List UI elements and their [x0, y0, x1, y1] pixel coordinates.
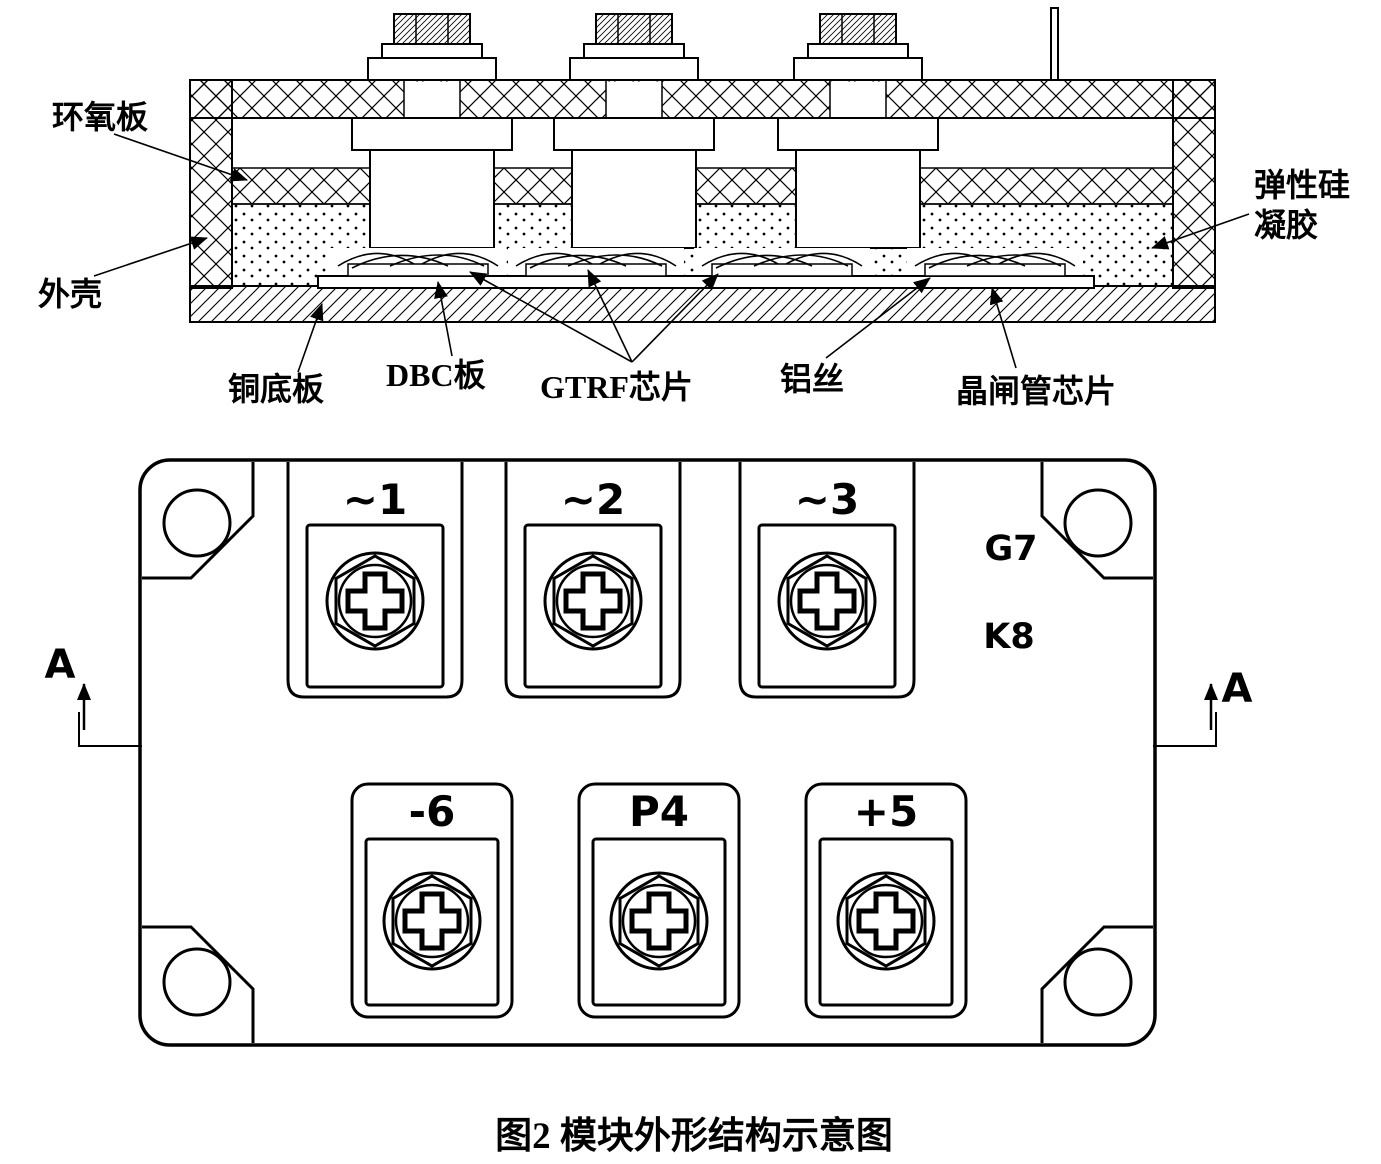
terminal-stem-2 — [571, 149, 697, 249]
phillips-screw-icon — [327, 553, 423, 649]
thyristor-chip-leader — [989, 287, 1017, 369]
terminal-label-minus6: -6 — [409, 787, 456, 836]
figure-caption: 图2 模块外形结构示意图 — [495, 1115, 893, 1157]
corner-chamfer-bottomleft — [142, 925, 255, 1043]
terminal-block-ac1: ~1 — [286, 462, 464, 699]
terminal-block-outline — [286, 462, 464, 699]
terminal-bolt-2 — [569, 13, 699, 81]
copper-base-label: 铜底板 — [228, 371, 324, 407]
epoxy-board-leader — [113, 133, 248, 182]
terminal-label-ac1: ~1 — [343, 475, 407, 524]
mounting-hole-bottomright — [1063, 947, 1133, 1017]
gtrf-leader-2 — [587, 269, 633, 363]
terminal-bar-1 — [351, 117, 513, 151]
section-marker-left: A — [45, 642, 142, 747]
housing-left-wall — [189, 79, 233, 289]
terminal-block-ac2: ~2 — [504, 462, 682, 699]
terminal-stem-3 — [795, 149, 921, 249]
terminal-block-plus5: +5 — [804, 782, 968, 1019]
top-view: ~1 ~2 ~3 -6 P4 — [138, 458, 1157, 1047]
cathode-terminal-label: K8 — [983, 617, 1034, 657]
housing-label: 外壳 — [38, 276, 102, 312]
silicone-gel-label-line2: 凝胶 — [1254, 207, 1318, 243]
phillips-screw-icon — [779, 553, 875, 649]
gtrf-leader-1 — [469, 271, 633, 363]
gate-pin — [1050, 7, 1059, 81]
terminal-bolt-3 — [793, 13, 923, 81]
copper-base-leader — [297, 303, 324, 373]
housing-leader — [93, 236, 208, 277]
section-label-right: A — [1222, 666, 1253, 712]
terminal-stem-1 — [369, 149, 495, 249]
terminal-block-outline — [577, 782, 741, 1019]
section-cut-line-left — [78, 712, 142, 747]
terminal-block-outline — [504, 462, 682, 699]
terminal-pad — [364, 837, 500, 1007]
terminal-channels — [403, 81, 887, 117]
silicone-gel-leader — [1151, 213, 1250, 250]
terminal-block-outline — [738, 462, 916, 699]
section-cut-line-right — [1153, 712, 1217, 747]
phillips-screw-icon — [838, 873, 934, 969]
aluminum-wire-label: 铝丝 — [780, 361, 844, 397]
copper-base-plate-region — [189, 285, 1216, 323]
gtrf-chip-1 — [347, 263, 489, 277]
terminal-block-ac3: ~3 — [738, 462, 916, 699]
terminal-pad — [305, 523, 445, 689]
terminal-bar-2 — [553, 117, 715, 151]
gate-terminal-label: G7 — [984, 529, 1037, 569]
mounting-corners — [142, 462, 1153, 1043]
phillips-screw-icon — [611, 873, 707, 969]
terminal-pad — [591, 837, 727, 1007]
terminal-bolts — [367, 13, 923, 81]
corner-chamfer-topright — [1040, 462, 1153, 580]
section-marker-right: A — [1153, 666, 1253, 747]
gtrf-leader-3 — [631, 273, 719, 363]
terminal-bolt-1 — [367, 13, 497, 81]
mounting-hole-topleft — [162, 488, 232, 558]
terminal-label-ac3: ~3 — [795, 475, 859, 524]
terminal-block-p4: P4 — [577, 782, 741, 1019]
terminal-bar-3 — [777, 117, 939, 151]
corner-chamfer-bottomright — [1040, 925, 1153, 1043]
cross-section-view: 环氧板 外壳 弹性硅 凝胶 铜底板 DBC板 GTRF芯片 铝丝 晶闸管芯片 — [38, 7, 1350, 409]
terminal-label-ac2: ~2 — [561, 475, 625, 524]
terminal-block-outline — [350, 782, 514, 1019]
phillips-screw-icon — [545, 553, 641, 649]
corner-chamfer-topleft — [142, 462, 255, 580]
thyristor-chip-die — [924, 263, 1066, 277]
terminal-pad — [818, 837, 954, 1007]
gtrf-chip-label: GTRF芯片 — [540, 369, 693, 405]
thyristor-chip-label: 晶闸管芯片 — [956, 373, 1116, 409]
phillips-screw-icon — [384, 873, 480, 969]
terminal-block-minus6: -6 — [350, 782, 514, 1019]
chips — [347, 263, 1066, 277]
epoxy-top-plate — [189, 79, 1216, 119]
mounting-hole-topright — [1063, 488, 1133, 558]
terminal-pad — [757, 523, 897, 689]
section-label-left: A — [45, 642, 76, 688]
gtrf-chip-3 — [711, 263, 853, 277]
terminal-label-p4: P4 — [629, 787, 689, 836]
leader-lines — [93, 133, 1250, 373]
epoxy-board-label: 环氧板 — [52, 99, 148, 135]
terminal-conductors — [351, 117, 939, 249]
gtrf-chip-2 — [525, 263, 667, 277]
mounting-hole-bottomleft — [162, 947, 232, 1017]
dbc-board-leader — [434, 281, 453, 357]
terminal-label-plus5: +5 — [854, 787, 918, 836]
terminal-pad — [523, 523, 663, 689]
aluminum-wire-leader — [825, 277, 931, 359]
silicone-gel-label-line1: 弹性硅 — [1254, 167, 1350, 203]
terminal-block-outline — [804, 782, 968, 1019]
housing-right-wall — [1172, 79, 1216, 289]
dbc-board-label: DBC板 — [386, 357, 486, 393]
